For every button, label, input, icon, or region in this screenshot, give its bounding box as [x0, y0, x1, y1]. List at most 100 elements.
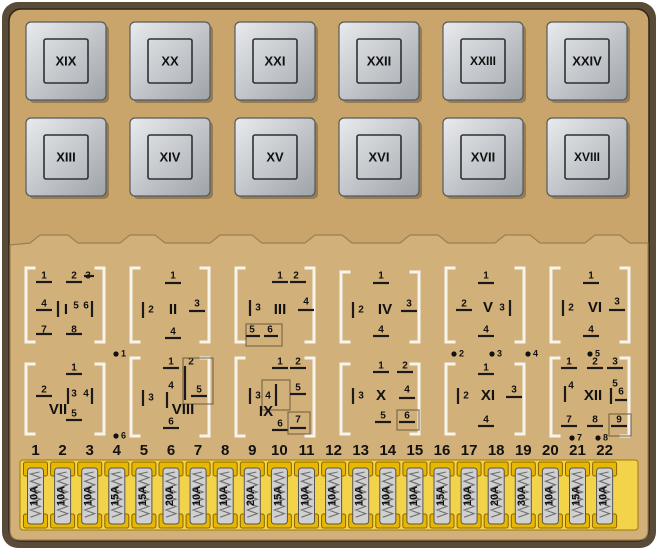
socket-pin-2: 2	[358, 305, 364, 316]
socket-pin-4: 4	[404, 385, 410, 396]
socket-pin-6: 6	[168, 417, 174, 428]
fuse-rating: 20A	[245, 486, 257, 506]
relay-module-xxi[interactable]: XXI	[234, 21, 318, 103]
relay-module-xxiv[interactable]: XXIV	[546, 21, 630, 103]
relay-module-label: XVII	[471, 149, 496, 164]
socket-pin-9: 9	[616, 415, 622, 426]
socket-pin-5: 5	[73, 301, 79, 312]
socket-pin-6: 6	[404, 411, 410, 422]
socket-pin-3: 3	[71, 389, 77, 400]
socket-pin-1: 1	[170, 271, 176, 282]
socket-pin-6: 6	[277, 419, 283, 430]
socket-i: 1234I5678	[24, 266, 106, 344]
relay-module-xvi[interactable]: XVI	[338, 117, 422, 199]
socket-pin-1: 1	[483, 363, 489, 374]
relay-module-label: XVIII	[574, 150, 600, 164]
socket-label-x: X	[376, 387, 386, 404]
socket-pin-1: 1	[588, 271, 594, 282]
socket-pin-7: 7	[566, 415, 572, 426]
relay-module-label: XX	[161, 53, 179, 68]
socket-pin-4: 4	[483, 325, 489, 336]
relay-module-xv[interactable]: XV	[234, 117, 318, 199]
fuse-number: 22	[596, 442, 613, 459]
relay-module-xiii[interactable]: XIII	[25, 117, 109, 199]
socket-pin-4: 4	[588, 325, 594, 336]
relay-module-xxiii[interactable]: XXIII	[442, 21, 526, 103]
relay-module-label: XXI	[265, 53, 286, 68]
contact-point-label: 3	[497, 348, 502, 358]
contact-point-label: 6	[121, 430, 126, 440]
fuse-number: 12	[325, 442, 342, 459]
relay-module-xvii[interactable]: XVII	[442, 117, 526, 199]
fuse-rating: 20A	[164, 486, 176, 506]
fuse-number: 20	[542, 442, 559, 459]
relay-module-xxii[interactable]: XXII	[338, 21, 422, 103]
socket-label-vi: VI	[588, 299, 602, 316]
relay-module-xix[interactable]: XIX	[25, 21, 109, 103]
fuse-number: 17	[461, 442, 478, 459]
fuse-rating: 10A	[327, 486, 339, 506]
relay-module-xviii[interactable]: XVIII	[546, 117, 630, 199]
fuse-number: 10	[271, 442, 288, 459]
fuse-19[interactable]: 19 30A	[510, 442, 536, 529]
socket-label-ii: II	[169, 301, 177, 318]
socket-pin-4: 4	[41, 299, 47, 310]
socket-pin-4: 4	[483, 415, 489, 426]
fuse-number: 21	[569, 442, 586, 459]
relay-module-label: XXIII	[470, 54, 496, 68]
fuse-rating: 10A	[354, 486, 366, 506]
contact-point-label: 8	[603, 432, 608, 442]
fuse-rating: 30A	[516, 486, 528, 506]
fuse-12[interactable]: 12 10A	[321, 442, 347, 529]
socket-pin-3: 3	[358, 391, 364, 402]
fuse-number: 19	[515, 442, 532, 459]
contact-point-8: 8	[595, 432, 608, 442]
contact-point-1: 1	[113, 348, 126, 358]
fuse-rating: 10A	[218, 486, 230, 506]
fuse-21[interactable]: 21 15A	[565, 442, 590, 529]
fuse-number: 5	[140, 442, 148, 459]
socket-pin-2: 2	[188, 357, 194, 368]
socket-pin-2: 2	[592, 357, 598, 368]
relay-module-xiv[interactable]: XIV	[129, 117, 213, 199]
contact-points: 1 2 3 4 5 6 7 8	[113, 348, 608, 442]
socket-pin-4: 4	[168, 381, 174, 392]
socket-pin-3: 3	[499, 303, 505, 314]
socket-pin-5: 5	[71, 409, 77, 420]
socket-label-vii: VII	[49, 401, 67, 418]
relay-module-label: XIX	[56, 53, 77, 68]
socket-pin-3: 3	[255, 391, 261, 402]
relay-module-xx[interactable]: XX	[129, 21, 213, 103]
fuse-rating: 15A	[570, 486, 582, 506]
socket-pin-5: 5	[380, 411, 386, 422]
fuse-number: 14	[379, 442, 396, 459]
socket-label-i: I	[64, 301, 68, 318]
fuse-number: 7	[194, 442, 202, 459]
